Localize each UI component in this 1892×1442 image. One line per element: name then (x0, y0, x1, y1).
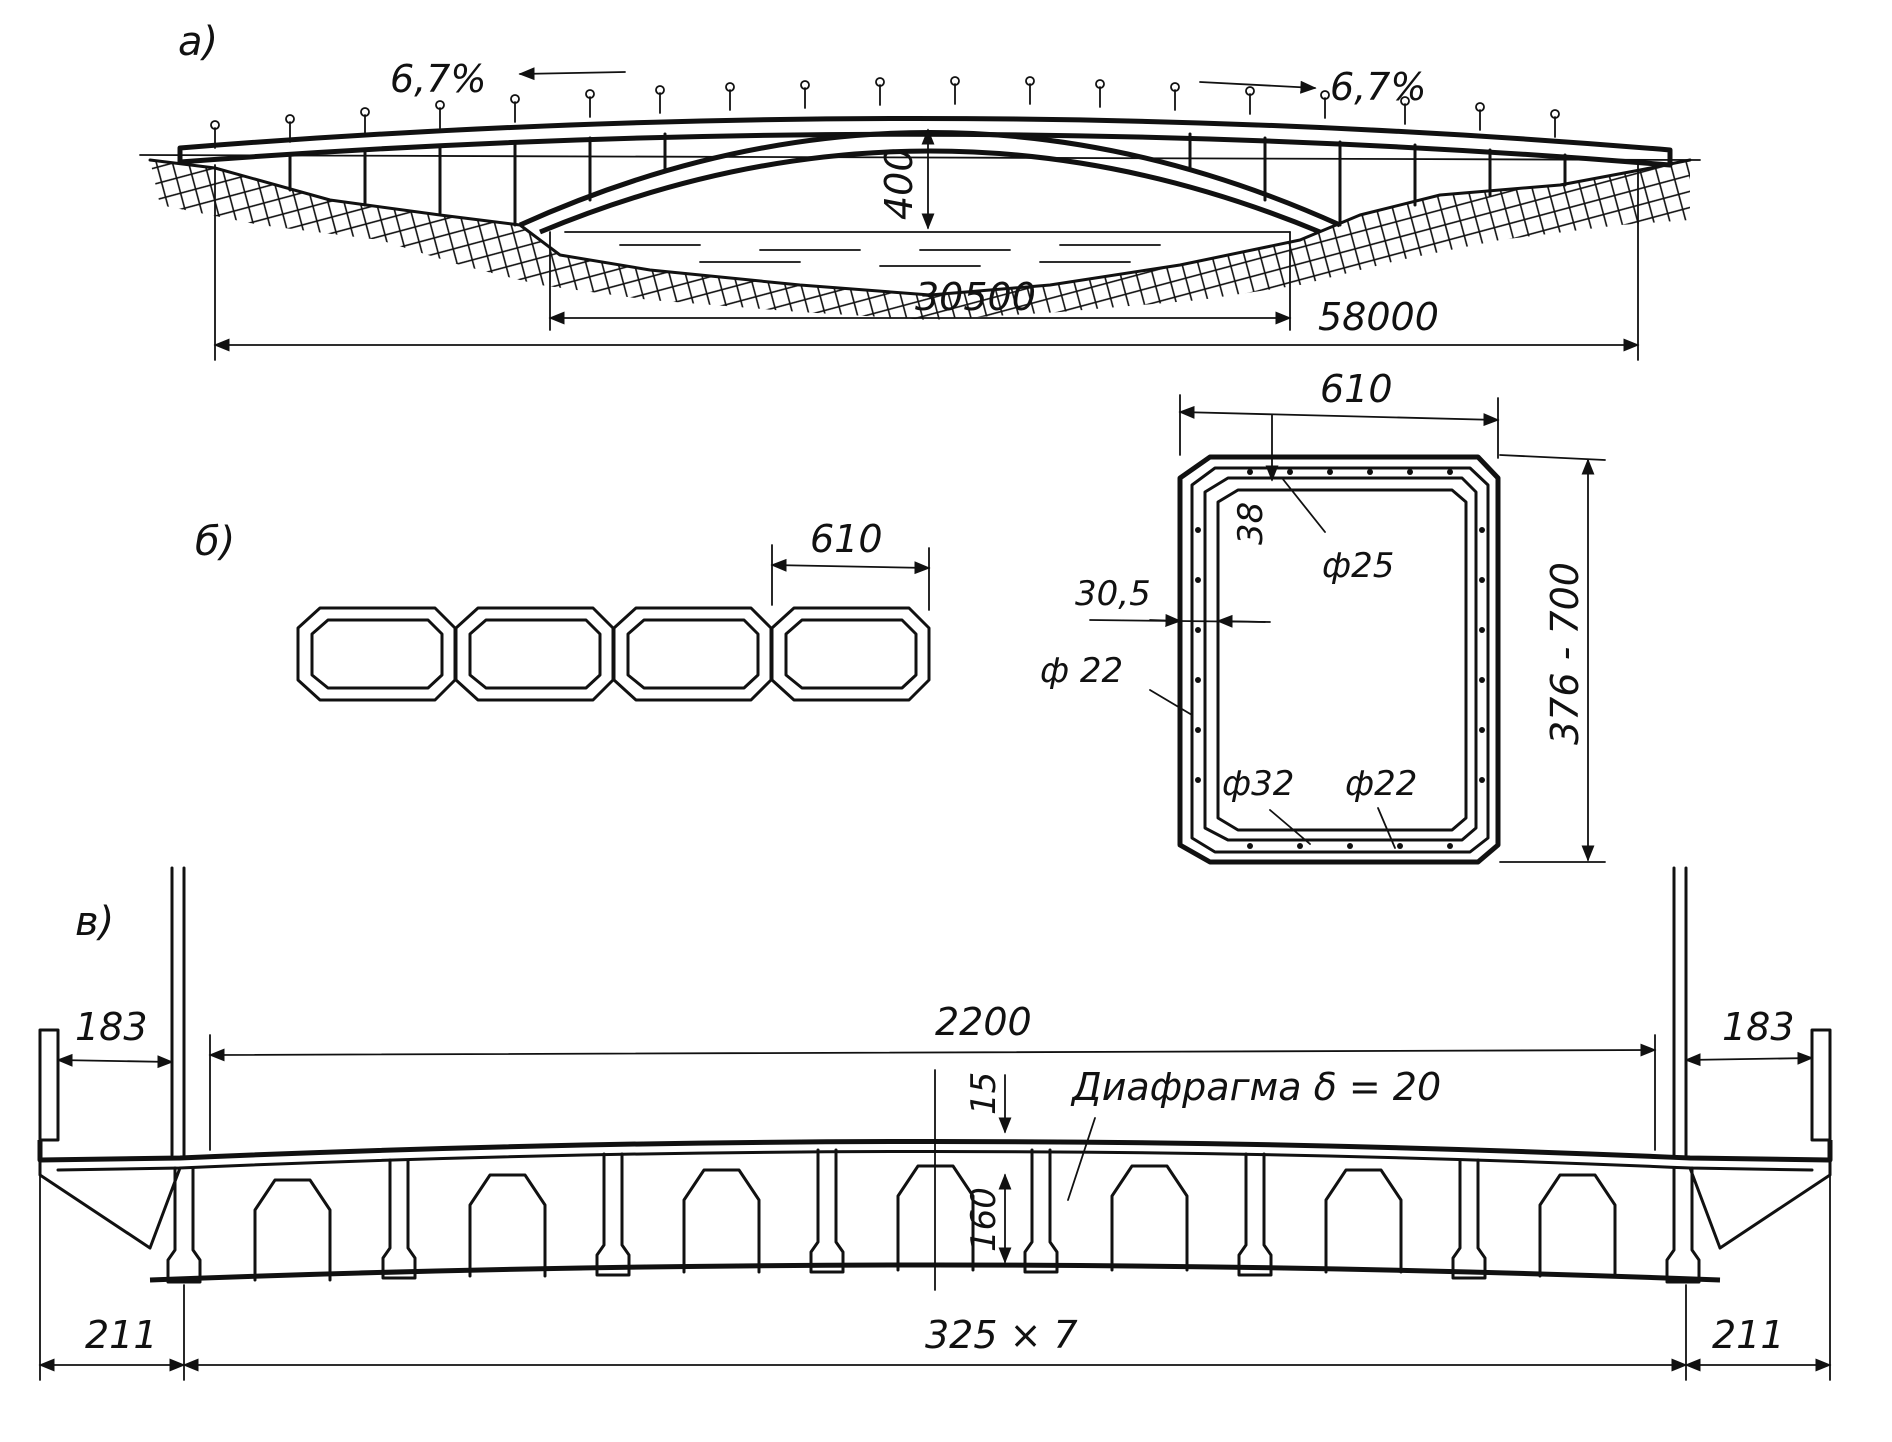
panel-b-label: б) (195, 519, 235, 565)
rebar-top-leader (1281, 477, 1326, 533)
spandrel-columns (288, 132, 1567, 227)
spacing-label: 325 × 7 (925, 1313, 1078, 1357)
box-section (454, 606, 615, 702)
parapet-left (38, 1028, 60, 1142)
panel-c-cross-section: в) (37, 866, 1833, 1381)
rebar-side-leader (1149, 689, 1193, 716)
panel-c-label: в) (75, 899, 114, 945)
inner-span-label: 30500 (915, 275, 1036, 319)
cantilever-left (38, 1158, 182, 1250)
overhang-left-label: 183 (75, 1005, 148, 1049)
box-section-row (296, 606, 931, 702)
rebar-bottom-1-label: ф32 (1222, 764, 1294, 804)
girder-webs (166, 1148, 1701, 1284)
lamp-pole-left (170, 866, 186, 1157)
lamp-pole-right (1672, 866, 1688, 1157)
rebar-bottom-2-leader (1377, 807, 1396, 849)
carriageway-dimension (208, 1043, 1657, 1062)
deck-slab-top (37, 1139, 1833, 1163)
box-section (612, 606, 773, 702)
diaphragm-leader (1067, 1117, 1096, 1201)
wall-side-label: 30,5 (1075, 574, 1151, 614)
slope-left-arrow (518, 67, 626, 81)
ground-line (148, 158, 1692, 297)
overhang-right-label: 183 (1722, 1005, 1795, 1049)
deck-thickness-label: 15 (964, 1072, 1004, 1115)
diaphragm-label: Диафрагма δ = 20 (1070, 1065, 1441, 1109)
rise-label: 400 (877, 147, 921, 220)
arch-upper (518, 130, 1342, 228)
river-water (564, 231, 1291, 267)
parapet-right (1810, 1028, 1832, 1142)
overhang-left-dimension (56, 1053, 174, 1069)
total-span-label: 58000 (1318, 295, 1439, 339)
rebar-bottom-2-label: ф22 (1345, 764, 1417, 804)
slope-right-arrow (1199, 80, 1317, 94)
rebar-side-label: ф 22 (1040, 651, 1123, 691)
slope-right-label: 6,7% (1330, 65, 1427, 109)
box-detail-section (1177, 454, 1501, 865)
lamp-posts (210, 76, 1560, 149)
slope-left-label: 6,7% (390, 57, 487, 101)
box-depth-label: 160 (964, 1187, 1004, 1252)
deck-slab-bottom (56, 1150, 1814, 1172)
edge-right-label: 211 (1712, 1313, 1785, 1357)
detail-height-label: 376 - 700 (1543, 562, 1587, 745)
overhang-right-dimension (1684, 1051, 1814, 1067)
detail-width-label: 610 (1320, 367, 1393, 411)
box-section (770, 606, 931, 702)
box-width-label: 610 (810, 517, 883, 561)
carriageway-label: 2200 (935, 1000, 1032, 1044)
panel-a-label: а) (178, 19, 218, 65)
arch-lower (539, 148, 1321, 235)
box-width-dimension (770, 558, 931, 575)
bridge-deck (177, 115, 1673, 168)
deck-approach-line (139, 154, 1701, 161)
ground-soil (150, 160, 1690, 320)
edge-left-label: 211 (85, 1313, 158, 1357)
wall-top-label: 38 (1231, 502, 1271, 545)
detail-height-ext-top (1499, 454, 1606, 461)
cantilever-right (1688, 1158, 1832, 1250)
wall-side-arrow-right (1216, 614, 1266, 628)
panel-b-box-sections: б) 610 (195, 367, 1606, 865)
rebar-dots (1195, 469, 1485, 849)
diaphragm-openings (253, 1164, 1617, 1282)
detail-width-dimension (1178, 405, 1500, 427)
rebar-bottom-1-leader (1269, 809, 1311, 845)
panel-a-elevation: а) (139, 19, 1701, 361)
box-section (296, 606, 457, 702)
rebar-top-label: ф25 (1322, 546, 1394, 586)
wall-side-arrow-left (1149, 614, 1182, 627)
